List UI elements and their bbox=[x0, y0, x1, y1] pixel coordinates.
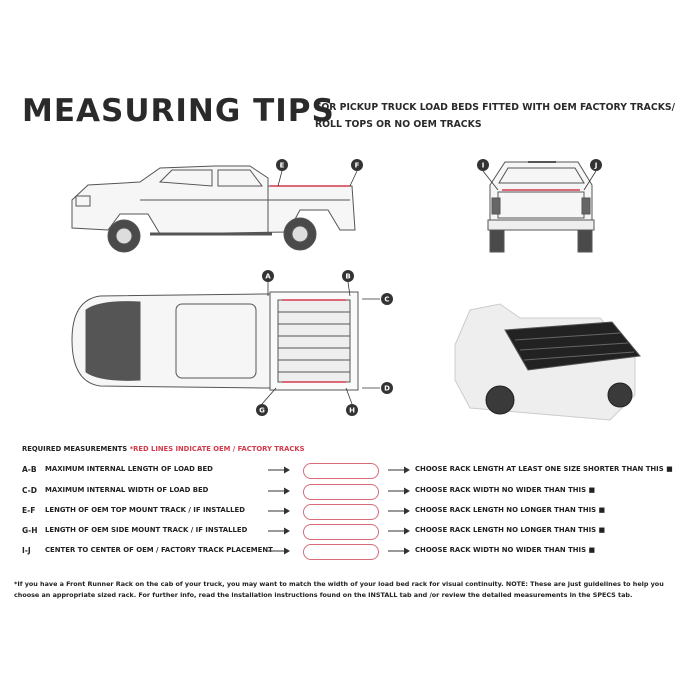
marker-e: E bbox=[276, 159, 288, 171]
measurement-input-box[interactable] bbox=[303, 484, 379, 500]
row-description: LENGTH OF OEM TOP MOUNT TRACK / IF INSTA… bbox=[45, 506, 245, 514]
row-recommendation: CHOOSE RACK LENGTH AT LEAST ONE SIZE SHO… bbox=[415, 465, 673, 473]
marker-c: C bbox=[381, 293, 393, 305]
red-lines-note: *RED LINES INDICATE OEM / FACTORY TRACKS bbox=[129, 445, 305, 453]
footnote: *If you have a Front Runner Rack on the … bbox=[14, 580, 664, 599]
row-description: MAXIMUM INTERNAL WIDTH OF LOAD BED bbox=[45, 486, 209, 494]
measurement-row-cd: C-D MAXIMUM INTERNAL WIDTH OF LOAD BED C… bbox=[0, 484, 700, 500]
svg-text:J: J bbox=[594, 162, 598, 170]
svg-text:F: F bbox=[355, 162, 360, 170]
measurement-row-ab: A-B MAXIMUM INTERNAL LENGTH OF LOAD BED … bbox=[0, 463, 700, 479]
row-code: I-J bbox=[22, 546, 31, 555]
truck-rear-view bbox=[487, 161, 595, 253]
marker-a: A bbox=[262, 270, 274, 282]
marker-g: G bbox=[256, 404, 268, 416]
subtitle-line-2: ROLL TOPS OR NO OEM TRACKS bbox=[315, 119, 482, 130]
measurement-row-ef: E-F LENGTH OF OEM TOP MOUNT TRACK / IF I… bbox=[0, 504, 700, 520]
row-recommendation: CHOOSE RACK LENGTH NO LONGER THAN THIS ■ bbox=[415, 526, 606, 534]
measurement-row-ij: I-J CENTER TO CENTER OF OEM / FACTORY TR… bbox=[0, 544, 700, 560]
marker-b: B bbox=[342, 270, 354, 282]
svg-text:G: G bbox=[259, 407, 265, 415]
row-description: LENGTH OF OEM SIDE MOUNT TRACK / IF INST… bbox=[45, 526, 248, 534]
page-subtitle: FOR PICKUP TRUCK LOAD BEDS FITTED WITH O… bbox=[315, 99, 685, 133]
row-recommendation: CHOOSE RACK WIDTH NO WIDER THAN THIS ■ bbox=[415, 486, 595, 494]
measurement-input-box[interactable] bbox=[303, 463, 379, 479]
svg-text:D: D bbox=[384, 385, 390, 393]
arrow-right-icon bbox=[388, 507, 410, 515]
arrow-right-icon bbox=[388, 487, 410, 495]
oem-track-lines bbox=[270, 185, 580, 383]
measurement-input-box[interactable] bbox=[303, 504, 379, 520]
measurement-row-gh: G-H LENGTH OF OEM SIDE MOUNT TRACK / IF … bbox=[0, 524, 700, 540]
page-title: MEASURING TIPS bbox=[22, 93, 335, 129]
marker-f: F bbox=[351, 159, 363, 171]
svg-text:I: I bbox=[482, 162, 485, 170]
svg-text:H: H bbox=[349, 407, 355, 415]
svg-text:C: C bbox=[384, 296, 389, 304]
required-measurements-heading: REQUIRED MEASUREMENTS *RED LINES INDICAT… bbox=[22, 445, 305, 453]
arrow-right-icon bbox=[268, 507, 290, 515]
subtitle-line-1: FOR PICKUP TRUCK LOAD BEDS FITTED WITH O… bbox=[315, 102, 675, 113]
marker-h: H bbox=[346, 404, 358, 416]
arrow-right-icon bbox=[388, 527, 410, 535]
row-code: A-B bbox=[22, 465, 37, 474]
svg-text:B: B bbox=[345, 273, 350, 281]
truck-illustrations: E F I J A B C D G H bbox=[71, 159, 641, 421]
marker-j: J bbox=[590, 159, 602, 171]
arrow-right-icon bbox=[388, 466, 410, 474]
required-heading-label: REQUIRED MEASUREMENTS bbox=[22, 445, 128, 453]
row-code: E-F bbox=[22, 506, 36, 515]
arrow-right-icon bbox=[268, 487, 290, 495]
row-description: CENTER TO CENTER OF OEM / FACTORY TRACK … bbox=[45, 546, 273, 554]
truck-top-view bbox=[71, 291, 359, 391]
truck-with-rack-view bbox=[454, 303, 641, 421]
arrow-right-icon bbox=[268, 466, 290, 474]
row-code: G-H bbox=[22, 526, 38, 535]
truck-side-view bbox=[71, 165, 356, 253]
marker-i: I bbox=[477, 159, 489, 171]
measurement-input-box[interactable] bbox=[303, 524, 379, 540]
arrow-right-icon bbox=[268, 547, 290, 555]
svg-text:A: A bbox=[265, 273, 271, 281]
svg-text:E: E bbox=[280, 162, 285, 170]
arrow-right-icon bbox=[388, 547, 410, 555]
row-description: MAXIMUM INTERNAL LENGTH OF LOAD BED bbox=[45, 465, 213, 473]
row-code: C-D bbox=[22, 486, 38, 495]
measurement-input-box[interactable] bbox=[303, 544, 379, 560]
row-recommendation: CHOOSE RACK WIDTH NO WIDER THAN THIS ■ bbox=[415, 546, 595, 554]
row-recommendation: CHOOSE RACK LENGTH NO LONGER THAN THIS ■ bbox=[415, 506, 606, 514]
marker-d: D bbox=[381, 382, 393, 394]
arrow-right-icon bbox=[268, 527, 290, 535]
